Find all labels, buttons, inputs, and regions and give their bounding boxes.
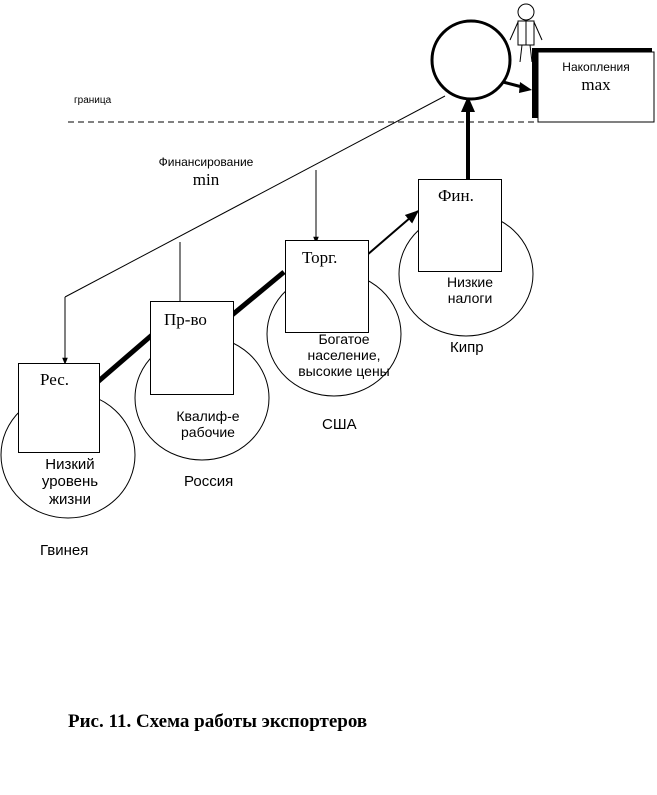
feature-line: Низкие: [446, 274, 494, 290]
figure-caption: Рис. 11. Схема работы экспортеров: [68, 711, 368, 732]
savings-arrow-head: [519, 82, 532, 93]
stage-torg-feature: Богатое население, высокие цены: [284, 331, 404, 379]
stage-box-fin: [418, 179, 502, 272]
stage-torg-title: Торг.: [302, 248, 338, 267]
feature-line: Квалиф-е: [176, 408, 240, 424]
stage-box-torg: [285, 240, 369, 333]
savings-label: Накопления max: [540, 60, 652, 94]
big-circle: [430, 19, 512, 101]
feature-line: рабочие: [181, 424, 235, 441]
feature-line: Низкий: [45, 456, 95, 473]
feature-line: Богатое: [318, 331, 370, 347]
feature-line: налоги: [447, 290, 493, 307]
savings-box: [537, 51, 655, 123]
stage-fin-title: Фин.: [438, 186, 474, 205]
financing-value: min: [192, 169, 220, 189]
savings-text: Накопления: [562, 60, 630, 74]
stage-res-title: Рес.: [40, 370, 69, 389]
financing-label: Финансирование min: [138, 155, 274, 189]
stage-prvo-title: Пр-во: [164, 310, 207, 329]
border-label: граница: [74, 95, 112, 106]
country-guinea: Гвинея: [40, 542, 89, 559]
stage-box-prvo: [150, 301, 234, 395]
feature-line: высокие цены: [298, 363, 390, 380]
country-usa: США: [322, 416, 357, 433]
feature-line: население,: [307, 347, 381, 364]
country-cyprus: Кипр: [450, 339, 484, 356]
stage-res-feature: Низкий уровень жизни: [22, 456, 118, 508]
feature-line: жизни: [49, 490, 91, 508]
savings-value: max: [581, 74, 611, 94]
financing-text: Финансирование: [158, 155, 254, 169]
stage-prvo-feature: Квалиф-е рабочие: [160, 408, 256, 440]
stage-fin-feature: Низкие налоги: [420, 274, 520, 306]
feature-line: уровень: [41, 473, 99, 491]
country-russia: Россия: [184, 473, 234, 490]
stage-box-res: [18, 363, 100, 453]
thick-arrow-up-head: [461, 96, 475, 112]
financing-line: [64, 95, 446, 298]
person-icon: [509, 3, 543, 63]
